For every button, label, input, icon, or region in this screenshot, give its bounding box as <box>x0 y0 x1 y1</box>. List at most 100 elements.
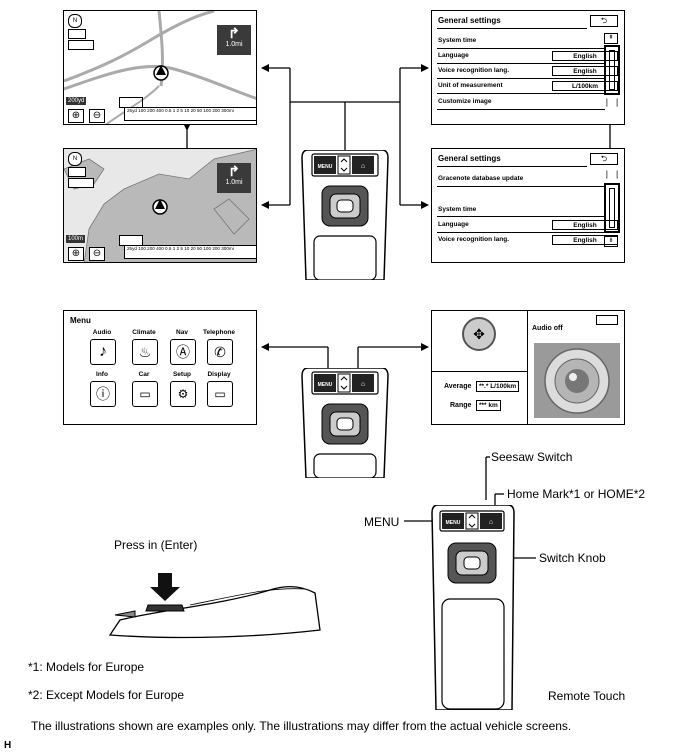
setting-label[interactable]: Language <box>438 52 469 59</box>
remote-touch-middle: MENU ⌂ <box>301 368 389 478</box>
menu-button-label[interactable]: MENU <box>446 520 461 526</box>
seesaw-switch-label: Seesaw Switch <box>491 450 573 464</box>
setting-label[interactable]: System time <box>438 206 477 213</box>
setting-label[interactable]: Unit of measurement <box>438 82 503 89</box>
scrollbar-thumb[interactable] <box>609 50 615 90</box>
turn-distance: 1.0mi <box>225 179 243 186</box>
home-icon[interactable]: ⌂ <box>361 163 365 170</box>
divider <box>437 28 587 29</box>
home-icon[interactable]: ⌂ <box>361 381 365 388</box>
general-settings-screen-top: General settings ⮌ System time Language … <box>431 10 625 125</box>
zoom-out-button[interactable]: ⊖ <box>89 247 105 261</box>
map-screen-bottom: N ↱ 1.0mi 100m ⊕ ⊖ 25yd 100 200 400 0.5 … <box>63 148 257 263</box>
menu-label-info: Info <box>96 371 108 378</box>
screen-title: General settings <box>438 154 501 163</box>
setting-label[interactable]: Customize image <box>438 98 492 105</box>
range-value: *** km <box>476 400 501 411</box>
map-screen-top: N ↱ 1.0mi 200yd ⊕ ⊖ 25yd 100 200 400 0.5… <box>63 10 257 125</box>
display-icon[interactable]: ▭ <box>207 381 233 407</box>
note-1: *1: Models for Europe <box>28 660 145 674</box>
compass-icon[interactable]: N <box>68 14 82 28</box>
menu-button-label[interactable]: MENU <box>318 164 333 170</box>
voice-lang-value-button[interactable]: English <box>552 66 618 76</box>
menu-label-nav: Nav <box>176 329 188 336</box>
remote-touch-large: MENU ⌂ <box>431 505 515 710</box>
divider <box>437 93 605 94</box>
menu-label: MENU <box>364 515 400 529</box>
divider <box>437 166 587 167</box>
turn-arrow-icon: ↱ <box>228 25 240 41</box>
menu-button-label[interactable]: MENU <box>318 382 333 388</box>
map-roads <box>64 11 256 124</box>
home-screen: ✥ Average **.* L/100km Range *** km Audi… <box>431 310 625 425</box>
setting-label[interactable]: Voice recognition lang. <box>438 67 510 74</box>
switch-knob-label: Switch Knob <box>539 551 606 565</box>
setting-label[interactable]: Voice recognition lang. <box>438 236 510 243</box>
map-route-icon[interactable] <box>68 178 94 188</box>
telephone-icon[interactable]: ✆ <box>207 339 233 365</box>
scroll-up-button[interactable]: ⇞ <box>604 33 618 44</box>
screen-title: Menu <box>70 316 91 325</box>
divider <box>437 216 605 217</box>
map-scale-bar[interactable]: 25yd 100 200 400 0.5 1 2 5 10 20 50 100 … <box>124 107 256 121</box>
language-value-button[interactable]: English <box>552 51 618 61</box>
back-button[interactable]: ⮌ <box>590 15 618 27</box>
range-label: Range <box>450 402 472 409</box>
menu-label-display: Display <box>207 371 231 378</box>
illustration-code: H <box>4 740 12 751</box>
map-option-icon[interactable] <box>68 29 86 39</box>
map-route-icon[interactable] <box>68 40 94 50</box>
screen-toggle-icon[interactable] <box>596 315 618 325</box>
speaker-icon <box>534 343 620 418</box>
scrollbar[interactable] <box>604 45 620 95</box>
info-icon[interactable]: ⓘ <box>90 381 116 407</box>
divider <box>437 232 605 233</box>
divider <box>437 109 605 110</box>
home-icon[interactable]: ⌂ <box>489 519 493 526</box>
audio-status: Audio off <box>532 325 563 332</box>
general-settings-screen-bottom: General settings ⮌ Gracenote database up… <box>431 148 625 263</box>
scroll-up-button[interactable]: ▏▕ <box>606 172 618 179</box>
setup-icon[interactable]: ⚙ <box>170 381 196 407</box>
compass-icon[interactable]: ✥ <box>462 317 496 351</box>
menu-label-telephone: Telephone <box>202 329 236 336</box>
note-2: *2: Except Models for Europe <box>28 688 185 702</box>
setting-label[interactable]: Language <box>438 221 469 228</box>
turn-direction-panel: ↱ 1.0mi <box>217 25 251 55</box>
car-icon[interactable]: ▭ <box>132 381 158 407</box>
climate-icon[interactable]: ♨ <box>132 339 158 365</box>
turn-direction-panel: ↱ 1.0mi <box>217 163 251 193</box>
back-button[interactable]: ⮌ <box>590 153 618 165</box>
scroll-down-button[interactable]: ▏▕ <box>606 100 618 107</box>
scrollbar[interactable] <box>604 183 620 233</box>
average-label: Average <box>444 383 472 390</box>
setting-label[interactable]: Gracenote database update <box>438 175 524 182</box>
zoom-in-button[interactable]: ⊕ <box>68 247 84 261</box>
scroll-down-button[interactable]: ⇟ <box>604 236 618 247</box>
audio-icon[interactable]: ♪ <box>90 339 116 365</box>
menu-label-climate: Climate <box>132 329 156 336</box>
menu-label-setup: Setup <box>172 371 192 378</box>
turn-distance: 1.0mi <box>225 41 243 48</box>
menu-label-car: Car <box>138 371 150 378</box>
setting-label[interactable]: System time <box>438 37 477 44</box>
map-option-icon[interactable] <box>68 167 86 177</box>
divider <box>437 48 605 49</box>
zoom-out-button[interactable]: ⊖ <box>89 109 105 123</box>
nav-icon[interactable]: Ⓐ <box>170 339 196 365</box>
map-scale-bar[interactable]: 25yd 100 200 400 0.5 1 2 5 10 20 50 100 … <box>124 245 256 259</box>
map-scale-label: 200yd <box>66 97 87 105</box>
compass-icon[interactable]: N <box>68 152 82 166</box>
panel-divider <box>527 311 528 424</box>
panel-divider <box>432 371 527 372</box>
menu-screen: Menu Audio Climate Nav Telephone ♪ ♨ Ⓐ ✆… <box>63 310 257 425</box>
zoom-in-button[interactable]: ⊕ <box>68 109 84 123</box>
map-scale-label: 100m <box>66 235 86 243</box>
turn-arrow-icon: ↱ <box>228 163 240 179</box>
language-value-button[interactable]: English <box>552 220 618 230</box>
scrollbar-thumb[interactable] <box>609 188 615 228</box>
average-value: **.* L/100km <box>476 381 520 392</box>
disclaimer: The illustrations shown are examples onl… <box>31 719 572 733</box>
unit-value-button[interactable]: L/100km <box>552 81 618 91</box>
press-in-label: Press in (Enter) <box>114 538 198 552</box>
